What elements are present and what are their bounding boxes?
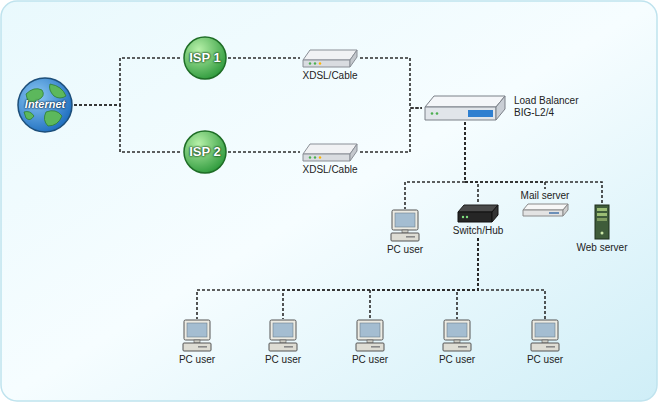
- switch-device: Switch/Hub: [451, 202, 506, 238]
- device-label: PC user: [263, 353, 303, 367]
- network-link: [457, 238, 478, 319]
- network-link: [465, 122, 478, 202]
- cloud-node: Internet: [16, 76, 74, 134]
- switch-icon: [455, 202, 501, 224]
- pc-device: PC user: [350, 319, 390, 367]
- device-label: Load Balancer BIG-L2/4: [508, 94, 590, 120]
- network-link: [228, 151, 300, 153]
- device-label: XDSL/Cable: [300, 163, 359, 177]
- mail-icon: [521, 203, 570, 217]
- network-link: [370, 238, 478, 319]
- modem-icon: [300, 141, 360, 163]
- pc-device: PC user: [177, 319, 217, 367]
- web-server-device: Web server: [575, 203, 630, 255]
- device-label: PC user: [525, 353, 565, 367]
- device-label: PC user: [437, 353, 477, 367]
- network-link: [74, 105, 182, 152]
- isp-node: ISP 2: [182, 129, 228, 175]
- pc-device: PC user: [437, 319, 477, 367]
- modem-icon: [300, 47, 360, 69]
- device-label: Mail server: [519, 189, 572, 203]
- device-label: ISP 1: [187, 49, 223, 67]
- network-link: [360, 58, 422, 108]
- load-balancer-device: Load Balancer BIG-L2/4: [422, 94, 590, 122]
- pc-icon: [180, 319, 214, 353]
- pc-icon: [528, 319, 562, 353]
- lb-icon: [422, 94, 508, 122]
- modem-device: XDSL/Cable: [300, 47, 360, 83]
- device-label: ISP 2: [187, 143, 223, 161]
- web-icon: [592, 203, 612, 241]
- pc-icon: [353, 319, 387, 353]
- network-link: [74, 58, 182, 105]
- network-link: [405, 122, 465, 209]
- mail-server-device: Mail server: [519, 189, 572, 217]
- pc-icon: [440, 319, 474, 353]
- network-link: [465, 122, 545, 189]
- device-label: Web server: [575, 241, 630, 255]
- network-link: [478, 238, 545, 319]
- network-link: [283, 238, 478, 319]
- pc-device: PC user: [385, 209, 425, 257]
- network-link: [197, 238, 478, 319]
- device-label: PC user: [385, 243, 425, 257]
- device-label: Switch/Hub: [451, 224, 506, 238]
- pc-icon: [266, 319, 300, 353]
- modem-device: XDSL/Cable: [300, 141, 360, 177]
- isp-node: ISP 1: [182, 35, 228, 81]
- network-link: [228, 57, 300, 59]
- pc-device: PC user: [525, 319, 565, 367]
- network-link: [465, 122, 602, 203]
- pc-device: PC user: [263, 319, 303, 367]
- device-label: XDSL/Cable: [300, 69, 359, 83]
- pc-icon: [388, 209, 422, 243]
- device-label: Internet: [23, 97, 67, 112]
- device-label: PC user: [350, 353, 390, 367]
- device-label: PC user: [177, 353, 217, 367]
- network-link: [360, 108, 422, 152]
